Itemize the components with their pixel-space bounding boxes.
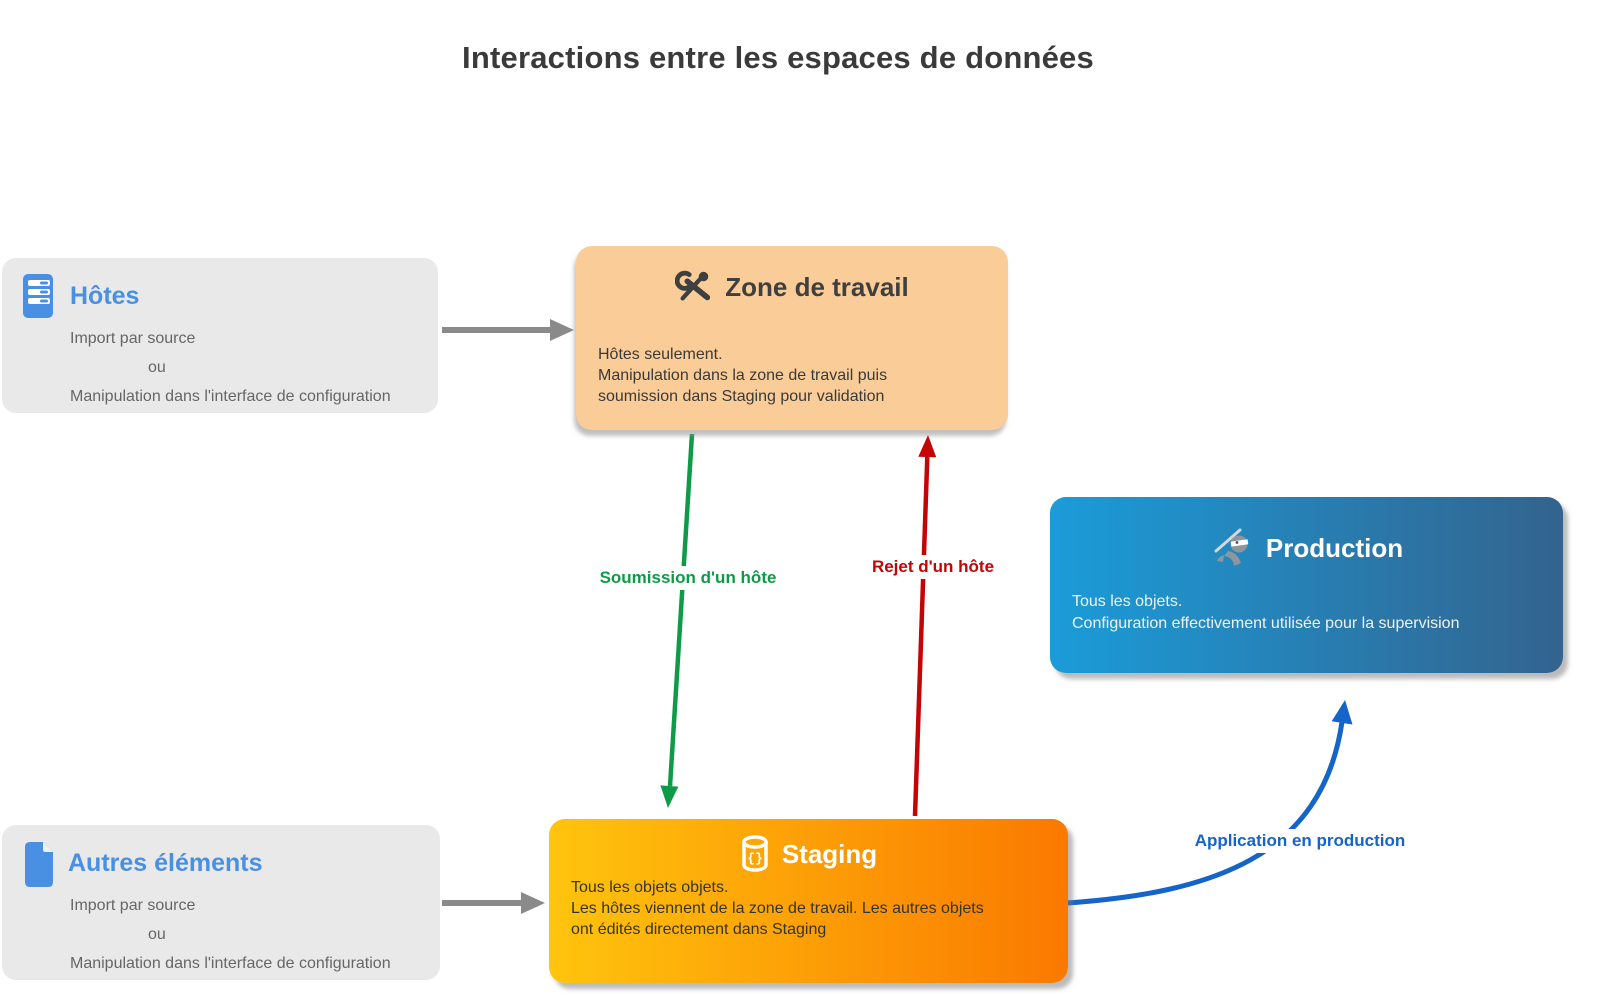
node-hotes: Hôtes Import par source ou Manipulation … — [2, 258, 438, 413]
edge-label-soumission: Soumission d'un hôte — [595, 566, 781, 590]
node-zone-de-travail: Zone de travail Hôtes seulement. Manipul… — [576, 246, 1008, 430]
database-icon: {} — [740, 835, 770, 873]
node-autres-line: ou — [148, 926, 166, 943]
node-hotes-line: Import par source — [70, 330, 196, 347]
node-autres-line: Import par source — [70, 897, 196, 914]
svg-text:{}: {} — [747, 851, 763, 866]
document-icon — [20, 839, 56, 887]
node-staging-body-line: Les hôtes viennent de la zone de travail… — [571, 900, 984, 917]
node-zone-body-line: soumission dans Staging pour validation — [598, 388, 885, 405]
arrow-hotes-to-zone — [442, 319, 574, 341]
node-hotes-title: Hôtes — [70, 281, 140, 310]
arrow-soumission — [660, 433, 695, 808]
node-production-title: Production — [1265, 532, 1404, 563]
node-zone-title: Zone de travail — [725, 271, 909, 302]
node-zone-body-line: Manipulation dans la zone de travail pui… — [598, 367, 888, 384]
arrow-rejet — [912, 435, 937, 817]
node-hotes-line: ou — [148, 359, 166, 376]
node-zone-body-line: Hôtes seulement. — [598, 346, 723, 363]
node-staging-body-line: Tous les objets objets. — [571, 879, 729, 896]
edge-label-application: Application en production — [1190, 829, 1410, 853]
node-autres-header: Autres éléments — [2, 839, 440, 887]
node-hotes-header: Hôtes — [2, 272, 438, 320]
ninja-icon — [1210, 527, 1256, 569]
node-production-header: Production — [1050, 527, 1563, 569]
node-staging-header: {} Staging — [549, 835, 1068, 873]
edge-label-rejet: Rejet d'un hôte — [867, 555, 999, 579]
node-zone-header: Zone de travail — [576, 270, 1008, 304]
node-production-body-line: Configuration effectivement utilisée pou… — [1072, 615, 1460, 632]
node-staging-body-line: ont édités directement dans Staging — [571, 921, 827, 938]
node-autres-line: Manipulation dans l'interface de configu… — [70, 955, 391, 972]
node-autres-title: Autres éléments — [68, 848, 263, 877]
node-hotes-line: Manipulation dans l'interface de configu… — [70, 388, 391, 405]
arrow-application — [1066, 700, 1353, 906]
node-production-body-line: Tous les objets. — [1072, 593, 1183, 610]
page-title: Interactions entre les espaces de donnée… — [462, 40, 1094, 75]
node-staging: {} Staging Tous les objets objets. Les h… — [549, 819, 1068, 983]
node-staging-title: Staging — [781, 838, 878, 869]
node-autres-elements: Autres éléments Import par source ou Man… — [2, 825, 440, 980]
arrow-autres-to-staging — [442, 892, 545, 914]
tools-icon — [675, 270, 713, 304]
server-icon — [20, 272, 58, 320]
node-production: Production Tous les objets. Configuratio… — [1050, 497, 1563, 673]
